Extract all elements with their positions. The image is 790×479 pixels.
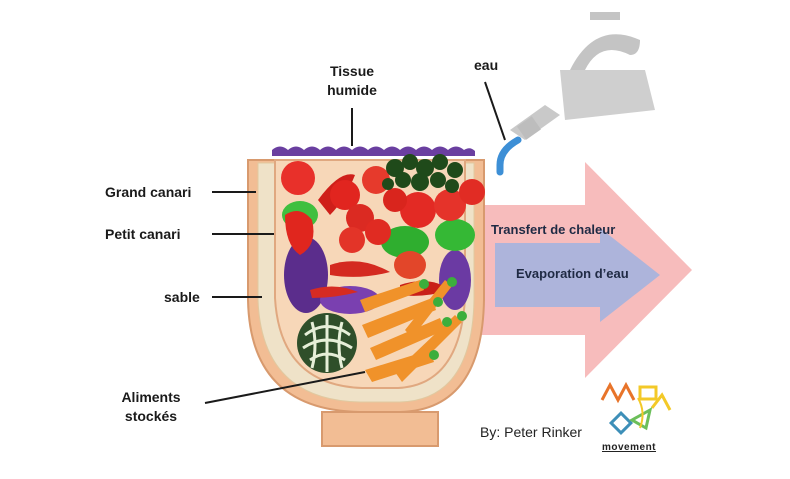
tomato-icon bbox=[346, 204, 374, 232]
label-sand: sable bbox=[164, 289, 200, 305]
leader-food bbox=[204, 371, 366, 404]
pepper-icon bbox=[330, 261, 390, 277]
label-food-line1: Aliments bbox=[121, 389, 181, 405]
watering-can-icon bbox=[510, 12, 655, 140]
tomato-icon bbox=[281, 161, 315, 195]
stored-food bbox=[281, 154, 485, 382]
label-grand-canari: Grand canari bbox=[105, 184, 192, 200]
tomato-icon bbox=[434, 189, 466, 221]
herb-icon bbox=[382, 154, 463, 193]
tomato-icon bbox=[339, 227, 365, 253]
pepper-icon bbox=[435, 219, 475, 251]
cabbage-icon bbox=[297, 313, 357, 373]
wet-tissue bbox=[272, 146, 475, 156]
carrot-icon bbox=[360, 280, 462, 382]
tomato-icon bbox=[459, 179, 485, 205]
label-tissue: Tissue humide bbox=[305, 62, 399, 100]
label-food-line2: stockés bbox=[124, 408, 178, 424]
leader-water bbox=[484, 81, 506, 141]
label-water: eau bbox=[474, 57, 499, 73]
label-tissue-line1: Tissue bbox=[329, 63, 375, 79]
label-heat-transfer: Transfert de chaleur bbox=[491, 222, 616, 237]
tomato-icon bbox=[330, 180, 360, 210]
tomato-icon bbox=[365, 219, 391, 245]
pepper-icon bbox=[394, 251, 426, 279]
water-spout bbox=[496, 136, 522, 176]
pot-base bbox=[321, 411, 439, 447]
pepper-icon bbox=[381, 226, 429, 258]
label-food: Aliments stockés bbox=[106, 388, 196, 426]
carrot-tops bbox=[419, 277, 467, 360]
movement-logo bbox=[600, 381, 672, 436]
label-evaporation: Evaporation d’eau bbox=[516, 266, 629, 281]
label-tissue-line2: humide bbox=[327, 82, 377, 98]
pepper-icon bbox=[285, 211, 314, 255]
pepper-icon bbox=[310, 286, 358, 298]
label-petit-canari: Petit canari bbox=[105, 226, 181, 242]
logo-text: movement bbox=[602, 442, 657, 453]
credit-text: By: Peter Rinker bbox=[480, 424, 582, 440]
evaporation-arrow bbox=[495, 228, 660, 322]
tomato-icon bbox=[383, 188, 407, 212]
tomato-icon bbox=[400, 192, 436, 228]
